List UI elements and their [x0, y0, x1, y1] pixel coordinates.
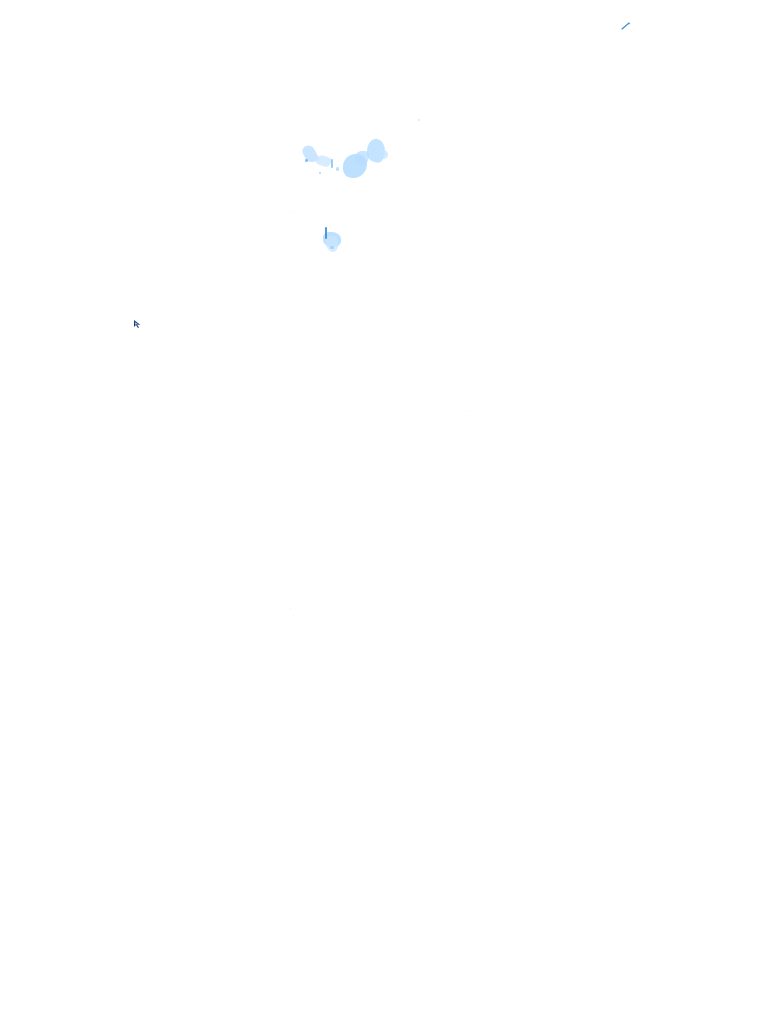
- blue-speck: [418, 119, 420, 121]
- pale-blue-fragment: [324, 235, 340, 253]
- blue-speck: [290, 608, 291, 609]
- blue-speck: [325, 227, 327, 239]
- pale-blue-fragment: [379, 150, 388, 159]
- cursor-arrow-icon[interactable]: [133, 319, 143, 329]
- blue-speck: [336, 167, 339, 171]
- blue-speck: [305, 159, 308, 162]
- blue-speck: [330, 246, 334, 249]
- pen-mark-icon: [621, 22, 630, 30]
- blue-speck: [331, 159, 333, 168]
- pale-blue-fragment: [314, 153, 333, 169]
- pale-blue-fragment: [355, 151, 369, 165]
- blue-speck: [293, 212, 294, 213]
- blue-speck: [466, 410, 467, 411]
- blue-speck: [319, 172, 321, 174]
